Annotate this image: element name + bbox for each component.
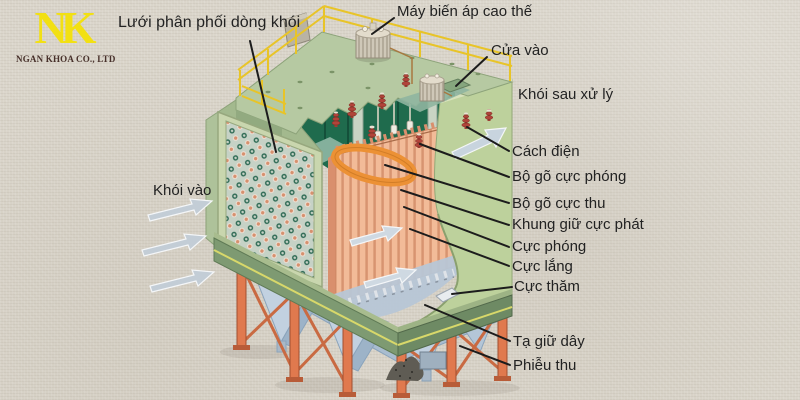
- label-may-bien-ap: Máy biến áp cao thế: [397, 3, 533, 20]
- label-cach-dien: Cách điện: [512, 143, 580, 160]
- label-cuc-tham: Cực thăm: [514, 278, 580, 295]
- label-bo-go-cuc-thu: Bộ gõ cực thu: [512, 195, 606, 212]
- label-cuc-phong: Cực phóng: [512, 238, 587, 255]
- callout-cuc-phong: [403, 206, 510, 248]
- roof-platform: [216, 12, 514, 153]
- logo-company-name: NGAN KHOA CO., LTD: [16, 54, 116, 64]
- callout-bo-go-cuc-phong: [419, 143, 510, 178]
- label-phieu-thu: Phiễu thu: [513, 357, 577, 374]
- callout-lines: [249, 17, 513, 366]
- label-cua-vao: Cửa vào: [491, 42, 549, 59]
- gas-outlet-arrow: [451, 127, 508, 160]
- callout-cuc-lang: [409, 228, 510, 267]
- label-khoi-vao: Khói vào: [153, 182, 212, 199]
- callout-khung-giu: [400, 189, 510, 226]
- callout-cua-vao: [455, 56, 488, 87]
- label-luoi-phan-phoi: Lưới phân phối dòng khói: [118, 14, 301, 31]
- callout-luoi-phan-phoi: [249, 40, 277, 153]
- discharge-box: [419, 351, 447, 370]
- gas-flow-arrow: [349, 225, 404, 247]
- hv-conduit: [389, 47, 453, 97]
- logo-monogram: NK: [34, 2, 97, 53]
- label-ta-giu-day: Tạ giữ dây: [513, 333, 585, 350]
- label-khung-giu-cuc-phat: Khung giữ cực phát: [512, 216, 644, 233]
- base-frame: [213, 232, 513, 357]
- gas-flow-arrows: [141, 127, 508, 293]
- roof-hatch: [436, 78, 472, 93]
- label-bo-go-cuc-phong: Bộ gõ cực phóng: [512, 168, 627, 185]
- callout-phieu-thu: [459, 345, 511, 366]
- gas-inlet-arrow: [141, 198, 216, 293]
- roof-railing: [237, 5, 513, 115]
- roof-insulator-icons: [331, 72, 494, 129]
- discharge-frame: [331, 143, 417, 187]
- company-logo: NK NGAN KHOA CO., LTD: [16, 2, 126, 65]
- transformer-secondary: [419, 73, 445, 102]
- gas-distribution-grid: [205, 110, 323, 289]
- callout-cach-dien: [466, 126, 510, 152]
- gas-flow-arrow: [363, 267, 418, 289]
- dust-pile: [386, 351, 447, 381]
- callout-may-bien-ap: [371, 17, 395, 35]
- callout-ta-giu-day: [424, 304, 511, 342]
- callout-bo-go-cuc-thu: [384, 164, 510, 204]
- transformer-main: [355, 22, 391, 63]
- label-cuc-lang: Cực lắng: [512, 258, 573, 275]
- label-khoi-sau-xu-ly: Khói sau xử lý: [518, 86, 614, 103]
- callout-cuc-tham: [451, 286, 513, 295]
